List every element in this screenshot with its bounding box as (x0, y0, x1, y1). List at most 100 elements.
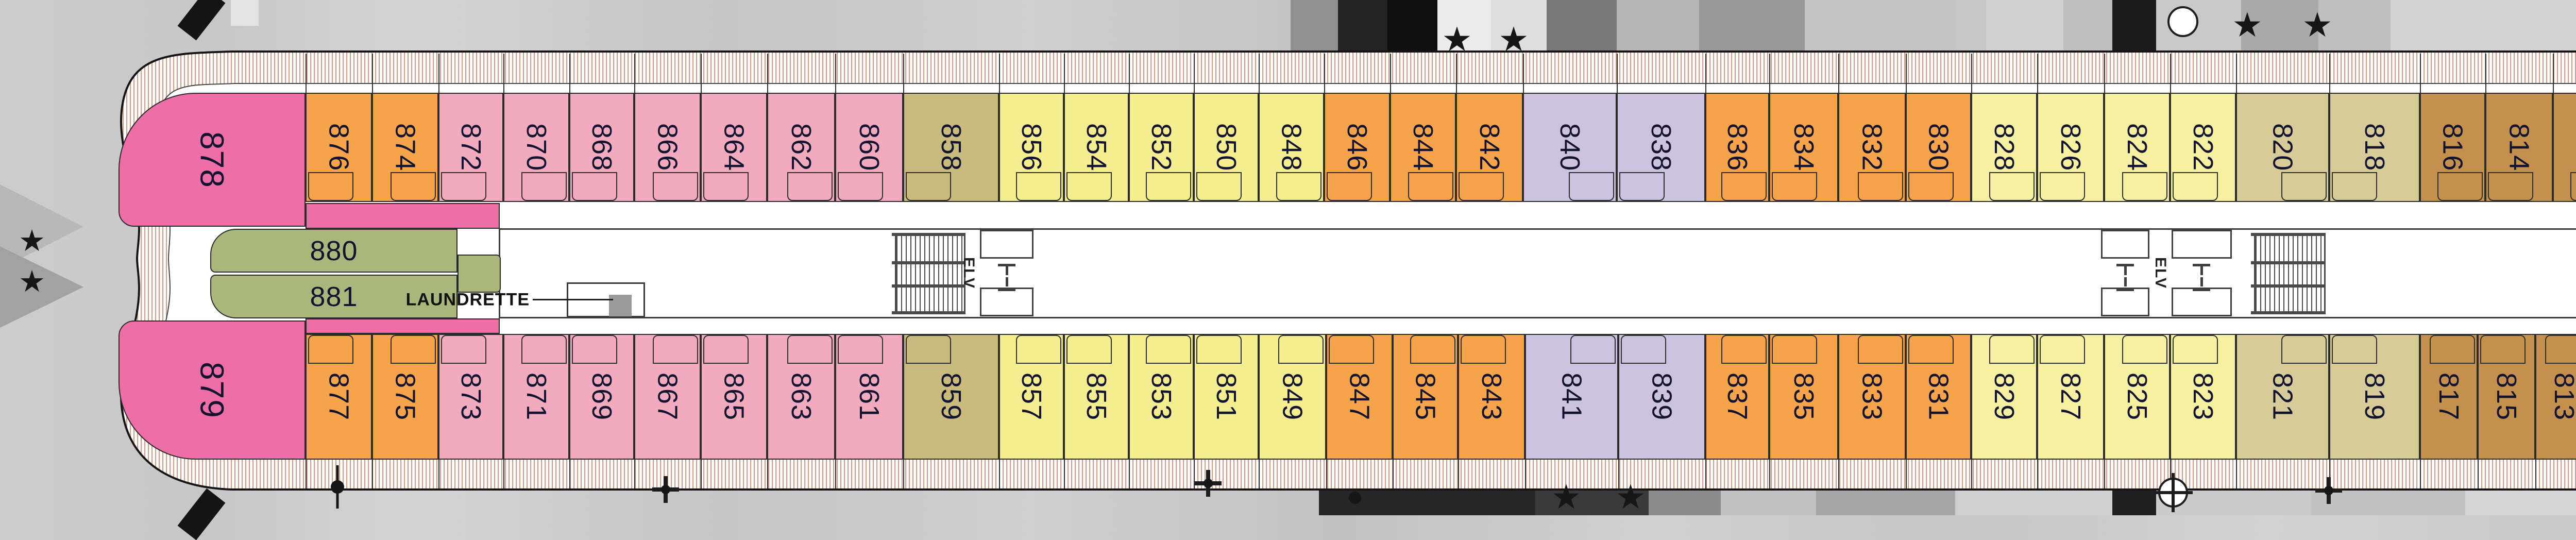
elevator-shaft-1-2 (2172, 230, 2232, 259)
bed-icon (1772, 172, 1817, 201)
deck-dot-2 (1349, 492, 1361, 504)
suite-880-881-door (457, 255, 501, 293)
bed-icon (441, 335, 486, 364)
balcony-divider-bottom (835, 459, 836, 488)
bed-icon (1410, 335, 1455, 364)
balcony-divider-top (1769, 54, 1770, 94)
bed-icon (653, 172, 698, 201)
balcony-divider-top (1838, 54, 1839, 94)
cabin-878: 878 (118, 93, 306, 227)
bed-icon (2281, 172, 2327, 201)
cabin-number-label: 840 (1556, 123, 1584, 171)
stairs-landing-bar (892, 311, 965, 314)
cabin-number-label: 877 (325, 373, 353, 420)
balcony-divider-bottom (2420, 459, 2421, 488)
cabin-number-label: 839 (1648, 373, 1676, 420)
bed-icon (703, 335, 749, 364)
bed-icon (1276, 172, 1321, 201)
cabin-827: 827 (2037, 334, 2104, 460)
cabin-814: 814 (2485, 93, 2553, 202)
bed-icon (1066, 172, 1112, 201)
cabin-835: 835 (1769, 334, 1838, 460)
cabin-850: 850 (1194, 93, 1259, 202)
suite-arm-0 (306, 203, 500, 229)
bed-icon (2488, 172, 2533, 201)
cabin-number-label: 853 (1147, 373, 1175, 420)
cabin-860: 860 (835, 93, 903, 202)
bed-icon (2570, 172, 2576, 201)
cabin-847: 847 (1326, 334, 1393, 460)
cabin-number-label: 842 (1476, 123, 1503, 171)
cabin-818: 818 (2329, 93, 2420, 202)
cabin-845: 845 (1393, 334, 1458, 460)
balcony-divider-bottom (1064, 459, 1065, 488)
cabin-865: 865 (701, 334, 767, 460)
cabin-858: 858 (903, 93, 999, 202)
balcony-divider-top (503, 54, 504, 94)
cabin-821: 821 (2236, 334, 2329, 460)
cabin-866: 866 (634, 93, 701, 202)
balcony-divider-bottom (1129, 459, 1130, 488)
cabin-number-label: 866 (654, 123, 682, 171)
cabin-number-label: 875 (392, 373, 419, 420)
cabin-840: 840 (1523, 93, 1617, 202)
cabin-number-label: 827 (2057, 373, 2084, 420)
bed-icon (2040, 172, 2085, 201)
balcony-divider-bottom (2236, 459, 2237, 488)
cabin-852: 852 (1129, 93, 1194, 202)
balcony-divider-bottom (999, 459, 1000, 488)
elevator-shaft-1-1 (2101, 288, 2149, 316)
balcony-divider-top (2420, 54, 2421, 94)
elevator-label: ELV (960, 257, 977, 289)
balcony-divider-bottom (438, 459, 439, 488)
cabin-832: 832 (1838, 93, 1906, 202)
cabin-867: 867 (634, 334, 701, 460)
cabin-number-label: 855 (1082, 373, 1110, 420)
elevator-shaft-1-0 (2101, 230, 2149, 259)
bed-icon (572, 335, 617, 364)
bed-icon (391, 172, 436, 201)
bed-icon (1858, 172, 1903, 201)
stairs-landing-bar (2251, 284, 2326, 288)
balcony-divider-bottom (1458, 459, 1459, 488)
balcony-divider-bottom (1326, 459, 1327, 488)
cabin-number-label: 824 (2123, 123, 2151, 171)
cabin-876: 876 (306, 93, 372, 202)
balcony-divider-top (2170, 54, 2171, 94)
bed-icon (308, 172, 353, 201)
cabin-844: 844 (1390, 93, 1456, 202)
bed-icon (2332, 172, 2377, 201)
corridor-wall-bottom (499, 317, 2576, 318)
cabin-number-label: 854 (1082, 123, 1110, 171)
cabin-813: 813 (2535, 334, 2576, 460)
balcony-divider-top (372, 54, 373, 94)
cabin-number-label: 874 (392, 123, 419, 171)
cabin-872: 872 (438, 93, 503, 202)
star-marker-5: ★ (2302, 8, 2332, 42)
bed-icon (1989, 172, 2035, 201)
bed-icon (572, 172, 617, 201)
elevator-door-icon (1006, 277, 1008, 286)
cabin-864: 864 (701, 93, 767, 202)
cabin-number-label: 816 (2439, 123, 2467, 171)
cabin-number-label: 860 (855, 123, 883, 171)
bed-icon (2437, 172, 2483, 201)
cabin-number-label: 843 (1478, 373, 1505, 420)
balcony-divider-top (1324, 54, 1325, 94)
cabin-number-label: 878 (196, 131, 229, 188)
cabin-number-label: 856 (1018, 123, 1045, 171)
cabin-849: 849 (1259, 334, 1326, 460)
star-marker-6: ★ (1551, 480, 1581, 514)
cabin-number-label: 836 (1723, 123, 1751, 171)
bed-icon (521, 172, 567, 201)
cabin-number-label: 868 (588, 123, 616, 171)
cabin-870: 870 (503, 93, 569, 202)
bed-icon (1461, 335, 1506, 364)
bed-icon (308, 335, 353, 364)
balcony-divider-top (1617, 54, 1618, 94)
bed-icon (1196, 172, 1242, 201)
cabin-number-label: 818 (2361, 123, 2388, 171)
cabin-856: 856 (999, 93, 1064, 202)
balcony-divider-top (903, 54, 904, 94)
corridor-wall-top (499, 228, 2576, 230)
